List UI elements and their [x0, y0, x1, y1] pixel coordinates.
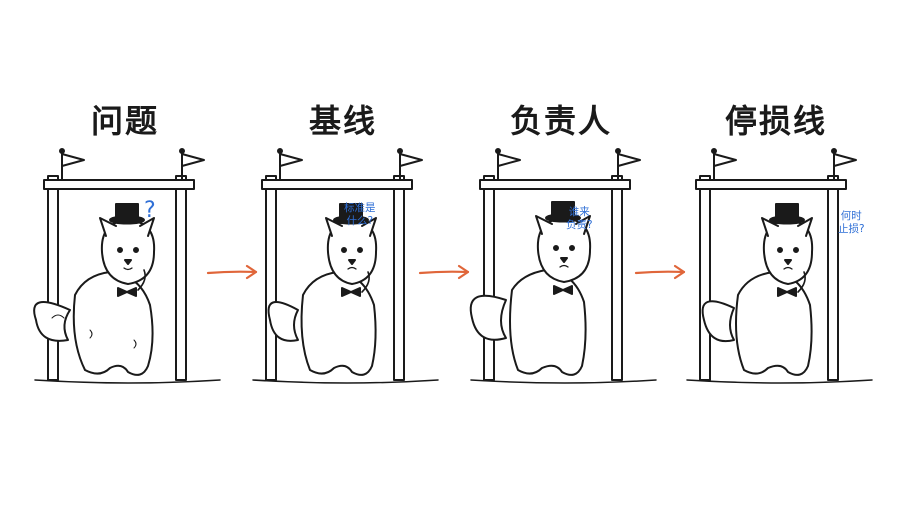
top-hat-icon: [545, 201, 581, 223]
flag-icon: [711, 148, 737, 181]
thought-bubble: ?: [144, 198, 156, 223]
top-hat-icon: [109, 203, 145, 225]
gate-and-dog-drawing: [33, 148, 221, 384]
arrow-right-icon: [206, 264, 258, 280]
flag-icon: [59, 148, 85, 181]
bow-tie-icon: [553, 285, 573, 295]
gate-and-dog-drawing: [469, 148, 657, 384]
arrow-right-icon: [418, 264, 470, 280]
gate-and-dog-drawing: [686, 148, 873, 384]
flag-icon: [179, 148, 205, 181]
stage-title-problem: 问题: [90, 102, 160, 140]
bow-tie-icon: [777, 287, 797, 297]
stage-title-stop-loss: 停损线: [724, 102, 828, 140]
stage-panel-stop-loss: 何时 止损?: [682, 140, 882, 390]
thought-bubble: 何时 止损?: [838, 210, 865, 235]
flag-icon: [277, 148, 303, 181]
bow-tie-icon: [117, 287, 137, 297]
top-hat-icon: [333, 203, 369, 225]
bow-tie-icon: [341, 287, 361, 297]
stage-panel-owner: 谁来 负责?: [466, 140, 666, 390]
arrow-right-icon: [634, 264, 686, 280]
thought-bubble: 谁来 负责?: [566, 206, 593, 231]
flag-icon: [831, 148, 857, 181]
stage-title-owner: 负责人: [509, 102, 613, 140]
stage-title-baseline: 基线: [308, 102, 378, 140]
stage-panel-problem: ?: [30, 140, 230, 390]
thought-bubble: 标准是 什么?: [344, 202, 376, 227]
flag-icon: [397, 148, 423, 181]
flag-icon: [615, 148, 641, 181]
gate-and-dog-drawing: [252, 148, 439, 384]
top-hat-icon: [769, 203, 805, 225]
flag-icon: [495, 148, 521, 181]
stage-panel-baseline: 标准是 什么?: [248, 140, 448, 390]
